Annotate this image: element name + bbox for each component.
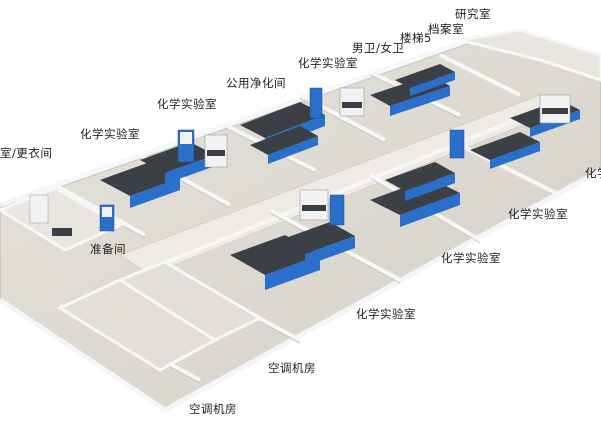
label-stairs-5: 楼梯5 xyxy=(400,31,432,45)
label-chem-lab-right-cut: 化学 xyxy=(585,166,601,180)
research-room xyxy=(459,28,601,82)
ac-room-2 xyxy=(116,260,264,342)
lab-benches-back xyxy=(100,64,455,208)
label-prep-room: 准备间 xyxy=(90,242,126,256)
label-chem-lab-right: 化学实验室 xyxy=(508,207,568,221)
label-chem-lab-center: 化学实验室 xyxy=(441,251,501,265)
label-archive-room: 档案室 xyxy=(428,22,464,36)
outer-wall-front xyxy=(0,167,601,413)
fume-hoods-front xyxy=(299,94,571,226)
label-chem-lab-top: 化学实验室 xyxy=(298,56,358,70)
locker-cabinet xyxy=(29,194,49,224)
fume-hoods-back xyxy=(177,87,365,168)
label-chem-lab-front: 化学实验室 xyxy=(356,307,416,321)
label-research-room: 研究室 xyxy=(455,7,491,21)
label-ac-room-2: 空调机房 xyxy=(189,402,237,416)
label-locker-room: 室/更衣间 xyxy=(0,146,53,160)
label-public-clean-corridor: 公用净化间 xyxy=(226,76,286,90)
label-ac-room-1: 空调机房 xyxy=(268,361,316,375)
label-chem-lab-mid: 化学实验室 xyxy=(157,97,217,111)
label-chem-lab-left: 化学实验室 xyxy=(80,127,140,141)
label-restroom: 男卫/女卫 xyxy=(352,41,405,55)
